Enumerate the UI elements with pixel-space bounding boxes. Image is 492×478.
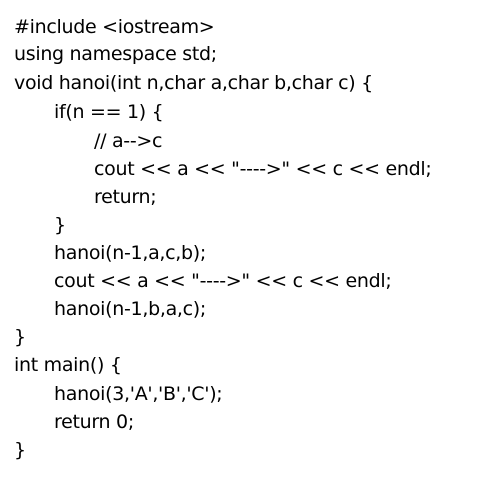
code-line-hanoi-signature: void hanoi(int n,char a,char b,char c) {: [14, 72, 373, 94]
code-line-comment: // a-->c: [94, 130, 163, 152]
code-line-main-close: }: [14, 439, 26, 461]
code-line-if-close: }: [54, 214, 66, 236]
code-line-return-zero: return 0;: [54, 411, 134, 433]
code-line-using: using namespace std;: [14, 43, 217, 65]
code-line-include: #include <iostream>: [14, 16, 215, 38]
code-line-main: int main() {: [14, 354, 122, 376]
code-line-call: hanoi(3,'A','B','C');: [54, 383, 223, 405]
code-line-if: if(n == 1) {: [54, 101, 164, 123]
code-line-hanoi-close: }: [14, 326, 26, 348]
code-line-cout-move: cout << a << "---->" << c << endl;: [54, 270, 392, 292]
code-line-recurse-2: hanoi(n-1,b,a,c);: [54, 298, 207, 320]
code-line-return: return;: [94, 186, 157, 208]
code-line-cout-base: cout << a << "---->" << c << endl;: [94, 158, 432, 180]
code-line-recurse-1: hanoi(n-1,a,c,b);: [54, 242, 207, 264]
